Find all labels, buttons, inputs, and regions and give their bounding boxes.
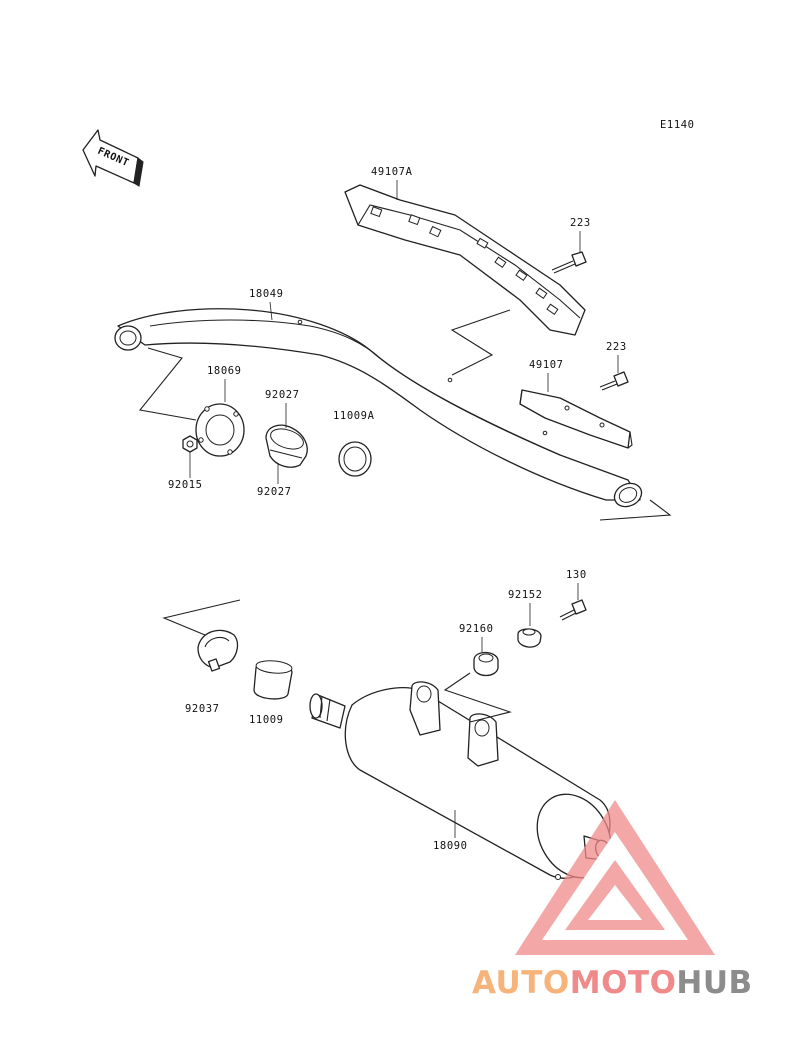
label-223-top: 223 — [570, 217, 591, 229]
label-11009A: 11009A — [333, 410, 375, 422]
label-11009: 11009 — [249, 714, 284, 726]
watermark-moto: MOTO — [570, 965, 677, 1001]
bolt-130 — [559, 599, 587, 621]
triangle-logo-icon — [515, 800, 715, 955]
clamp-92037 — [197, 629, 239, 672]
label-92027-bottom: 92027 — [257, 486, 292, 498]
diagram-code: E1140 — [660, 119, 695, 131]
gasket-92027 — [265, 424, 308, 468]
label-18049: 18049 — [249, 288, 284, 300]
watermark-text: AUTOMOTOHUB — [472, 965, 753, 1001]
label-92160: 92160 — [459, 623, 494, 635]
heat-guard-49107A — [344, 184, 586, 336]
sleeve-11009 — [253, 660, 293, 700]
label-223-mid: 223 — [606, 341, 627, 353]
collar-92152 — [517, 628, 542, 648]
automotohub-watermark: AUTOMOTOHUB — [470, 790, 800, 1010]
bolt-223-mid — [599, 371, 629, 391]
grommet-92160 — [473, 651, 499, 677]
watermark-hub: HUB — [676, 965, 752, 1001]
label-18090: 18090 — [433, 840, 468, 852]
heat-guard-49107 — [519, 389, 633, 449]
exhaust-pipe-18049 — [114, 308, 643, 508]
ring-11009A — [338, 441, 372, 477]
label-49107: 49107 — [529, 359, 564, 371]
nut-92015 — [182, 435, 198, 453]
label-92152: 92152 — [508, 589, 543, 601]
flange-18069 — [195, 403, 245, 457]
label-18069: 18069 — [207, 365, 242, 377]
label-130: 130 — [566, 569, 587, 581]
label-92027-top: 92027 — [265, 389, 300, 401]
bolt-223-top — [551, 251, 587, 274]
label-92015: 92015 — [168, 479, 203, 491]
front-arrow-icon: FRONT — [82, 129, 144, 187]
watermark-auto: AUTO — [472, 965, 570, 1001]
label-49107A: 49107A — [371, 166, 413, 178]
label-92037: 92037 — [185, 703, 220, 715]
